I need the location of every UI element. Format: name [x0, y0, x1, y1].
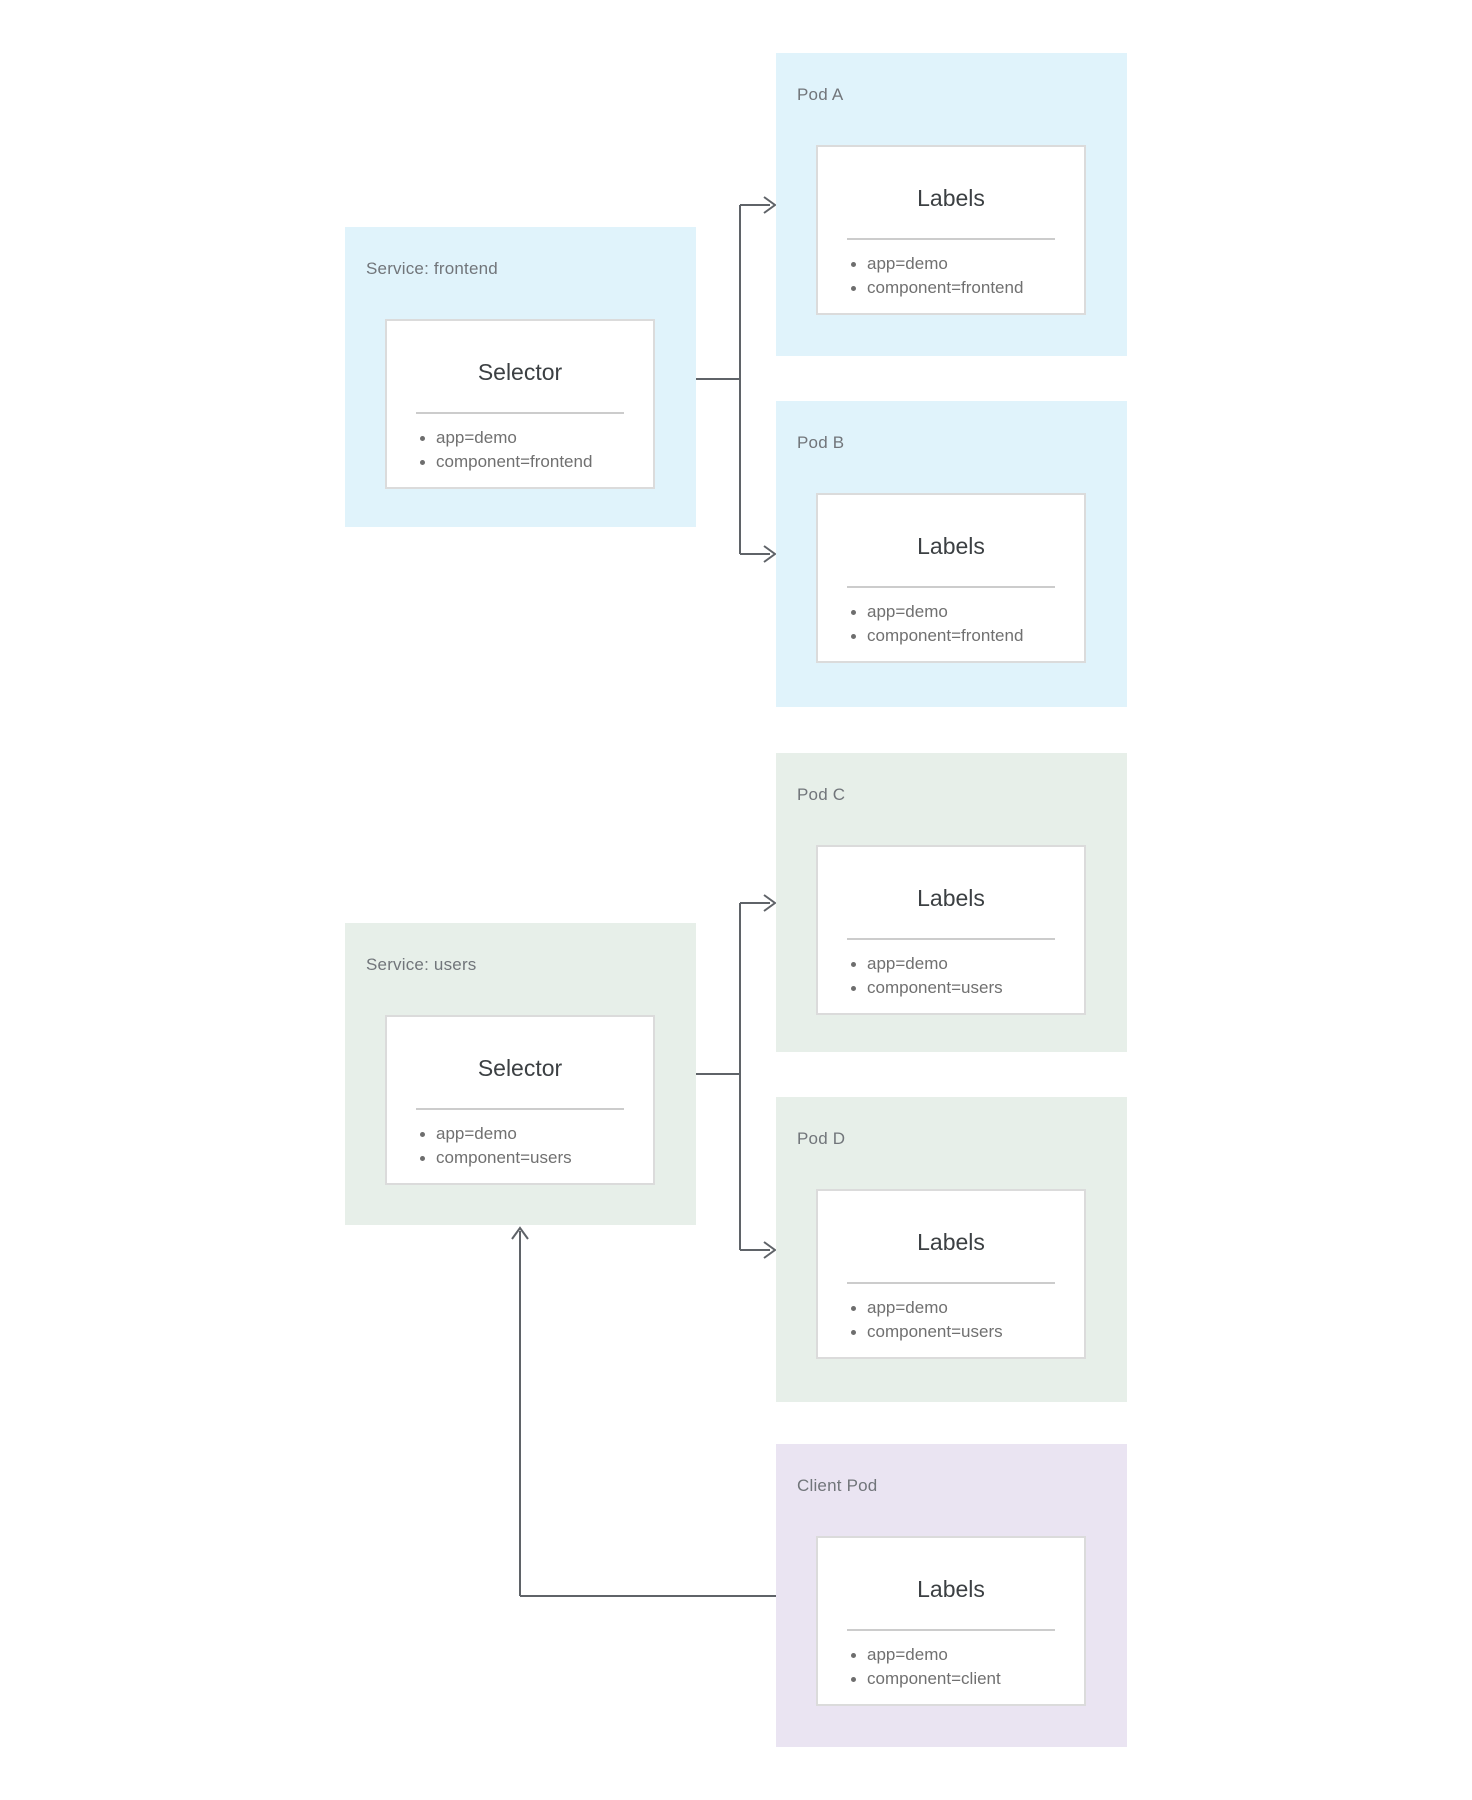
selector-list: app=demo component=users — [416, 1122, 624, 1170]
panel-pod-b: Pod B Labels app=demo component=frontend — [776, 401, 1127, 707]
card-heading: Labels — [917, 885, 985, 911]
labels-card-client-pod: Labels app=demo component=client — [816, 1536, 1086, 1706]
divider — [416, 412, 624, 414]
panel-pod-a: Pod A Labels app=demo component=frontend — [776, 53, 1127, 356]
selector-card-frontend: Selector app=demo component=frontend — [385, 319, 655, 489]
card-heading: Labels — [917, 185, 985, 211]
panel-title-pod-b: Pod B — [797, 433, 845, 452]
label-list: app=demo component=users — [847, 952, 1055, 1000]
arrow-client-to-users — [519, 1231, 776, 1597]
panel-title-pod-d: Pod D — [797, 1129, 846, 1148]
panel-title-service-users: Service: users — [366, 955, 477, 974]
label-item: app=demo — [851, 952, 1055, 976]
label-item: component=frontend — [851, 624, 1055, 648]
labels-card-pod-c: Labels app=demo component=users — [816, 845, 1086, 1015]
divider — [847, 1282, 1055, 1284]
arrow-users-to-pod-c-head — [763, 894, 777, 912]
label-item: app=demo — [851, 600, 1055, 624]
arrow-frontend-trunk — [696, 204, 770, 555]
label-list: app=demo component=frontend — [847, 252, 1055, 300]
panel-title-service-frontend: Service: frontend — [366, 259, 498, 278]
arrow-users-trunk — [696, 902, 770, 1251]
selector-item: app=demo — [420, 1122, 624, 1146]
card-heading: Selector — [477, 1055, 563, 1081]
label-list: app=demo component=users — [847, 1296, 1055, 1344]
panel-title-pod-c: Pod C — [797, 785, 846, 804]
selector-list: app=demo component=frontend — [416, 426, 624, 474]
label-list: app=demo component=frontend — [847, 600, 1055, 648]
selector-item: app=demo — [420, 426, 624, 450]
panel-pod-d: Pod D Labels app=demo component=users — [776, 1097, 1127, 1402]
panel-title-client-pod: Client Pod — [797, 1476, 878, 1495]
selector-card-users: Selector app=demo component=users — [385, 1015, 655, 1185]
divider — [847, 586, 1055, 588]
divider — [847, 238, 1055, 240]
card-heading: Selector — [477, 359, 563, 385]
arrow-frontend-to-pod-b-head — [763, 545, 777, 563]
label-list: app=demo component=client — [847, 1643, 1055, 1691]
label-item: app=demo — [851, 1643, 1055, 1667]
divider — [847, 1629, 1055, 1631]
card-heading: Labels — [917, 1229, 985, 1255]
arrow-frontend-to-pod-a-head — [763, 196, 777, 214]
arrow-client-to-users-head — [511, 1226, 529, 1240]
label-item: component=users — [851, 976, 1055, 1000]
panel-client-pod: Client Pod Labels app=demo component=cli… — [776, 1444, 1127, 1747]
panel-service-users: Service: users Selector app=demo compone… — [345, 923, 696, 1225]
labels-card-pod-a: Labels app=demo component=frontend — [816, 145, 1086, 315]
labels-card-pod-d: Labels app=demo component=users — [816, 1189, 1086, 1359]
card-heading: Labels — [917, 1576, 985, 1602]
card-heading: Labels — [917, 533, 985, 559]
panel-pod-c: Pod C Labels app=demo component=users — [776, 753, 1127, 1052]
divider — [416, 1108, 624, 1110]
labels-card-pod-b: Labels app=demo component=frontend — [816, 493, 1086, 663]
selector-item: component=frontend — [420, 450, 624, 474]
panel-service-frontend: Service: frontend Selector app=demo comp… — [345, 227, 696, 527]
divider — [847, 938, 1055, 940]
selector-item: component=users — [420, 1146, 624, 1170]
panel-title-pod-a: Pod A — [797, 85, 844, 104]
label-item: component=frontend — [851, 276, 1055, 300]
label-item: app=demo — [851, 252, 1055, 276]
label-item: component=client — [851, 1667, 1055, 1691]
label-item: app=demo — [851, 1296, 1055, 1320]
label-item: component=users — [851, 1320, 1055, 1344]
arrow-users-to-pod-d-head — [763, 1241, 777, 1259]
